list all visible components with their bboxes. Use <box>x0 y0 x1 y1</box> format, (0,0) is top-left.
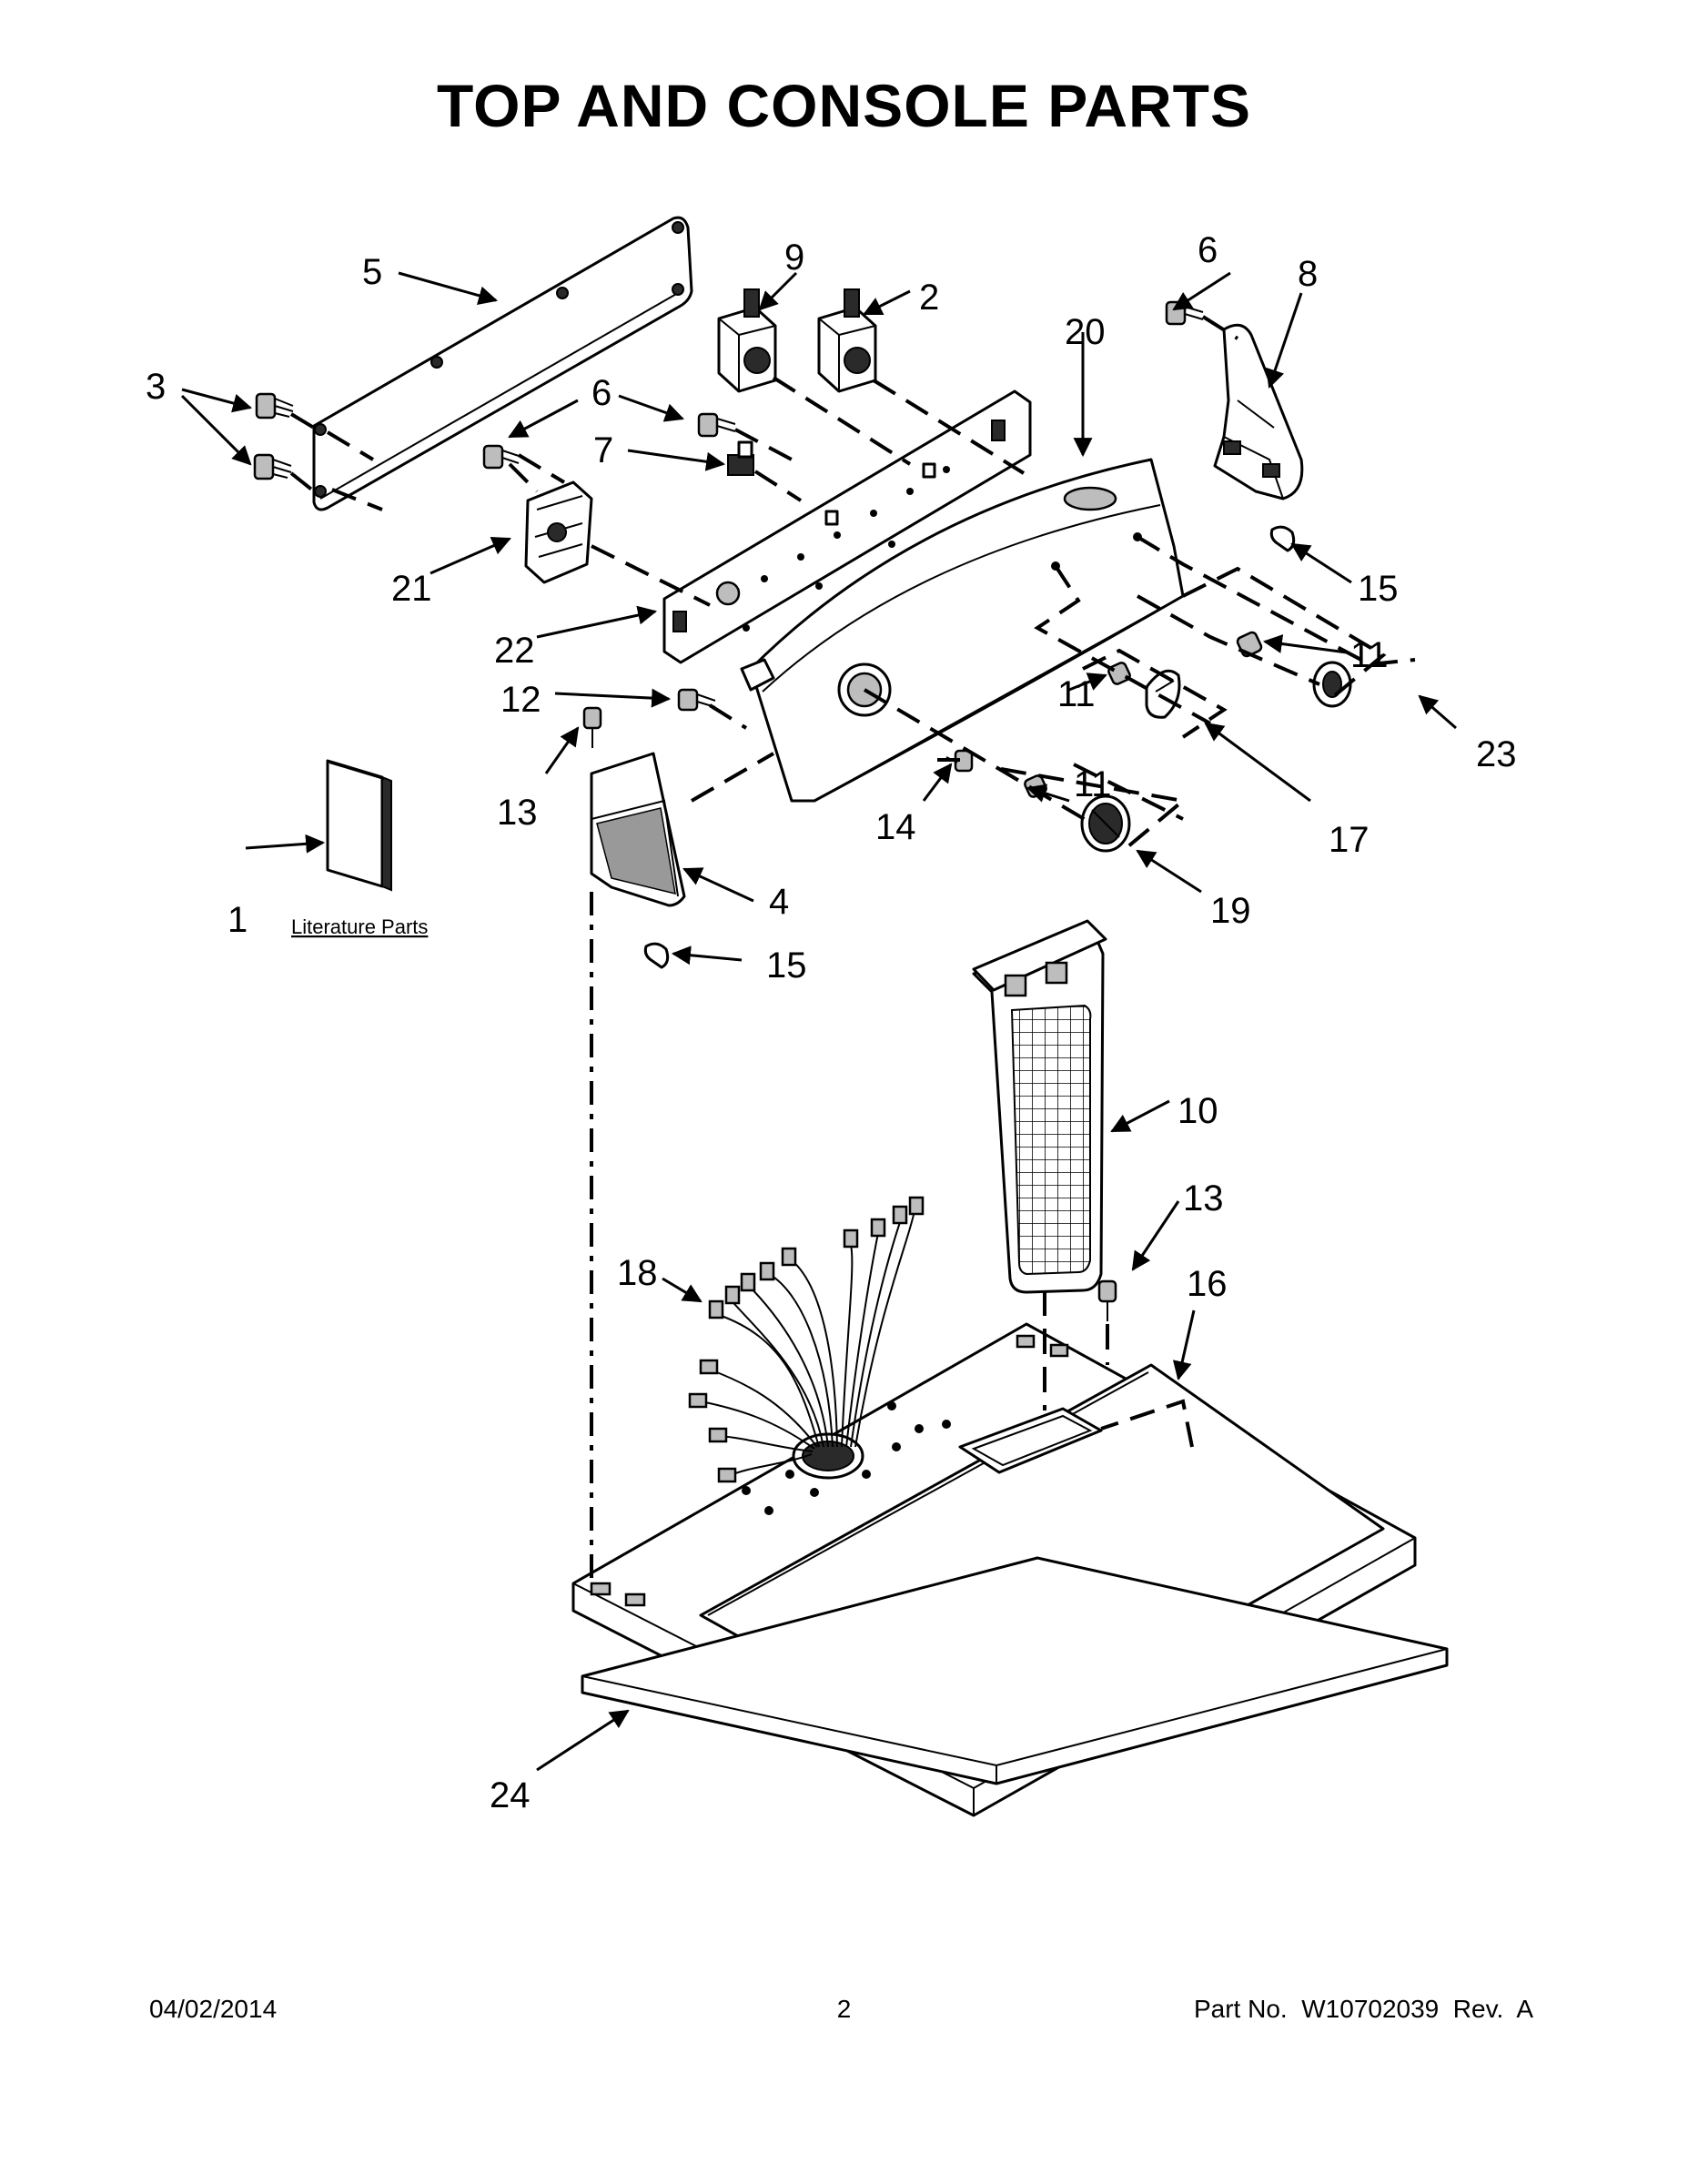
callout-12: 12 <box>500 680 541 720</box>
callout-8: 8 <box>1298 254 1318 294</box>
callout-11-lower: 11 <box>1074 764 1112 804</box>
part-12-screw <box>677 688 716 712</box>
part-10-lint-screen <box>972 919 1107 1294</box>
callout-22: 22 <box>494 631 535 671</box>
part-9-switch <box>717 288 777 393</box>
part-4-end-cap <box>590 752 686 907</box>
part-7-switch <box>727 440 754 476</box>
callout-3: 3 <box>146 367 166 407</box>
callout-19: 19 <box>1210 891 1251 931</box>
literature-parts-label: Literature Parts <box>291 915 428 938</box>
callout-11-middle: 11 <box>1057 674 1096 714</box>
part-24-seal <box>581 1556 1449 1785</box>
part-8-end-cap <box>1213 323 1304 500</box>
callout-13-left: 13 <box>497 793 538 833</box>
callout-13-right: 13 <box>1183 1178 1224 1218</box>
callout-numbers: 1 2 3 4 5 6 6 7 8 9 10 11 11 11 12 13 13… <box>146 230 1517 1815</box>
callout-20: 20 <box>1065 312 1106 352</box>
part-2-switch <box>817 288 877 393</box>
page-title: TOP AND CONSOLE PARTS <box>437 72 1251 139</box>
footer-date: 04/02/2014 <box>149 1995 278 2023</box>
leader-arrows <box>180 271 1457 1772</box>
part-20-console <box>740 458 1185 803</box>
part-18-wire-harness <box>688 1196 925 1483</box>
callout-15-left: 15 <box>766 945 807 986</box>
callout-21: 21 <box>391 569 432 609</box>
assembly-lines <box>289 315 1416 1583</box>
callout-5: 5 <box>362 252 382 292</box>
part-21-timer <box>524 480 593 584</box>
callout-6-right: 6 <box>1198 230 1218 270</box>
callout-10: 10 <box>1178 1091 1218 1131</box>
callout-15-right: 15 <box>1358 569 1399 609</box>
part-17-knob <box>1145 669 1181 719</box>
callout-9: 9 <box>784 238 804 278</box>
footer-part-number: Part No. W10702039 Rev. A <box>1193 1995 1533 2023</box>
callout-2: 2 <box>919 278 939 318</box>
part-6-screws <box>482 300 1204 470</box>
callout-7: 7 <box>593 430 613 470</box>
callout-24: 24 <box>490 1775 531 1815</box>
part-13-screws <box>582 706 1117 1321</box>
part-3-screws <box>253 392 294 480</box>
callout-1: 1 <box>227 900 248 940</box>
callout-14: 14 <box>875 807 916 847</box>
callout-17: 17 <box>1329 820 1370 860</box>
callout-6-center: 6 <box>591 373 612 413</box>
part-19-timer-knob <box>1080 794 1131 853</box>
part-1-literature <box>326 759 392 892</box>
callout-4: 4 <box>769 882 789 922</box>
part-5-rear-panel <box>312 216 693 511</box>
callout-23: 23 <box>1476 734 1517 774</box>
footer-page-number: 2 <box>836 1995 852 2023</box>
callout-18: 18 <box>617 1253 658 1293</box>
callout-11-right: 11 <box>1350 635 1389 675</box>
part-22-control-board <box>662 389 1032 664</box>
callout-16: 16 <box>1187 1264 1228 1304</box>
part-23-knob <box>1312 661 1352 708</box>
